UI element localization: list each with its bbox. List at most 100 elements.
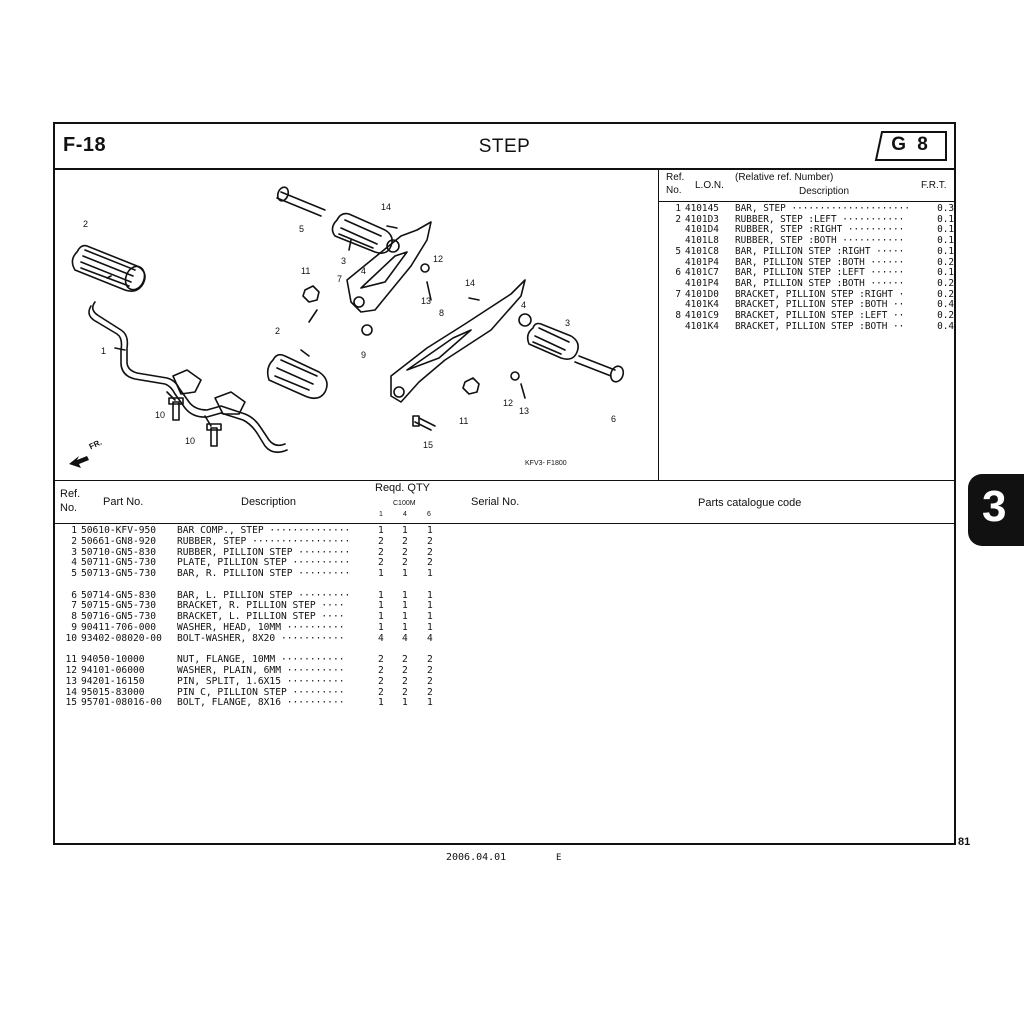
ref-row-lon: 4101C8: [685, 245, 719, 257]
svg-text:3: 3: [341, 256, 346, 266]
svg-text:2: 2: [83, 219, 88, 229]
ref-row-frt: 0.2: [937, 277, 954, 289]
parts-row-qty-6: 2: [427, 546, 433, 558]
svg-text:10: 10: [155, 410, 165, 420]
parts-row-qty-6: 2: [427, 557, 433, 569]
parts-row-ref: 6: [71, 589, 77, 601]
parts-row-qty-4: 1: [402, 611, 408, 623]
parts-row-ref: 3: [71, 546, 77, 558]
ref-row-description: BRACKET, PILLION STEP :BOTH ··: [735, 299, 905, 311]
parts-row-qty-6: 2: [427, 675, 433, 687]
parts-row-qty-1: 2: [378, 665, 384, 676]
parts-row-qty-1: 2: [378, 654, 384, 666]
page-number: 81: [958, 836, 971, 848]
parts-row-qty-4: 2: [402, 557, 408, 569]
ref-row-frt: 0.2: [937, 310, 954, 321]
parts-row-qty-1: 1: [378, 600, 384, 612]
ref-row-description: BRACKET, PILLION STEP :LEFT ··: [735, 310, 905, 321]
parts-row-part-no: 50715-GN5-730: [81, 600, 157, 612]
parts-row-qty-4: 2: [402, 675, 408, 687]
parts-row-qty-4: 2: [402, 665, 408, 676]
ref-header-lon: L.O.N.: [695, 180, 724, 191]
parts-row-ref: 4: [71, 557, 77, 569]
parts-row-description: BOLT, FLANGE, 8X16 ··········: [177, 697, 345, 709]
ref-row-lon: 4101K4: [685, 299, 719, 311]
footer-date: 2006.04.01: [446, 852, 507, 863]
parts-row-ref: 13: [65, 675, 77, 687]
parts-row-qty-4: 1: [402, 622, 408, 633]
ref-header-description: Description: [799, 186, 850, 197]
svg-text:4: 4: [361, 266, 366, 276]
exploded-view-illustration: 2 1 10 10 2 5 14 3 4 11 7 12 13 9 14 8 4…: [55, 170, 658, 480]
ref-row-lon: 4101C9: [685, 310, 719, 321]
parts-row-part-no: 50714-GN5-830: [81, 589, 157, 601]
parts-row-ref: 9: [71, 622, 77, 633]
ref-row-frt: 0.4: [937, 299, 954, 311]
parts-header-reqd-qty: Reqd. QTY: [375, 482, 431, 494]
ref-row-description: BAR, STEP ·····················: [735, 203, 910, 214]
svg-text:13: 13: [519, 406, 529, 416]
parts-row-part-no: 50711-GN5-730: [81, 557, 157, 569]
parts-row-ref: 14: [65, 686, 77, 698]
svg-text:2: 2: [275, 326, 280, 336]
parts-row-qty-4: 2: [402, 686, 408, 698]
group-code-label: G 8: [891, 134, 931, 155]
parts-row-qty-4: 4: [402, 632, 408, 644]
ref-row-description: RUBBER, STEP :LEFT ···········: [735, 213, 905, 225]
page-title: STEP: [478, 136, 531, 157]
parts-row-qty-4: 2: [402, 546, 408, 558]
parts-row-description: BAR COMP., STEP ··············: [177, 525, 351, 536]
svg-text:11: 11: [301, 266, 310, 276]
ref-row-frt: 0.1: [937, 267, 954, 279]
parts-row-qty-6: 1: [427, 611, 433, 623]
parts-row-description: BRACKET, L. PILLION STEP ····: [177, 611, 345, 623]
parts-row-part-no: 93402-08020-00: [81, 632, 162, 644]
parts-row-qty-1: 2: [378, 535, 384, 547]
parts-row-description: PLATE, PILLION STEP ··········: [177, 557, 351, 569]
ref-row-description: BRACKET, PILLION STEP :BOTH ··: [735, 320, 905, 332]
parts-header-part-no: Part No.: [103, 496, 144, 508]
parts-row-qty-1: 1: [378, 697, 384, 709]
ref-row-frt: 0.1: [937, 224, 954, 236]
parts-row-description: WASHER, PLAIN, 6MM ··········: [177, 665, 345, 676]
parts-row-part-no: 94201-16150: [81, 675, 145, 687]
parts-header-serial: Serial No.: [471, 496, 520, 508]
parts-row-qty-4: 1: [402, 525, 408, 536]
svg-text:3: 3: [565, 318, 570, 328]
parts-row-qty-4: 2: [402, 535, 408, 547]
parts-row-ref: 7: [71, 600, 77, 612]
svg-text:12: 12: [433, 254, 443, 264]
parts-row-qty-6: 2: [427, 665, 433, 676]
ref-header-ref: Ref.: [666, 172, 685, 183]
parts-header-qty-col-4: 4: [403, 511, 407, 518]
parts-row-qty-6: 2: [427, 654, 433, 666]
section-tab[interactable]: 3: [968, 474, 1024, 546]
svg-text:14: 14: [381, 202, 391, 212]
ref-row-ref: 6: [675, 267, 681, 279]
ref-table-divider: [658, 168, 659, 481]
ref-row-description: RUBBER, STEP :RIGHT ··········: [735, 224, 905, 236]
parts-row-ref: 1: [71, 525, 77, 536]
header-divider: [55, 168, 954, 170]
parts-row-description: BAR, R. PILLION STEP ·········: [177, 568, 351, 580]
parts-row-description: WASHER, HEAD, 10MM ··········: [177, 622, 345, 633]
svg-text:9: 9: [361, 350, 366, 360]
parts-row-description: BOLT-WASHER, 8X20 ···········: [177, 632, 345, 644]
svg-text:13: 13: [421, 296, 431, 306]
parts-row-part-no: 95015-83000: [81, 686, 145, 698]
svg-text:6: 6: [611, 414, 616, 424]
ref-row-ref: 7: [675, 288, 681, 300]
